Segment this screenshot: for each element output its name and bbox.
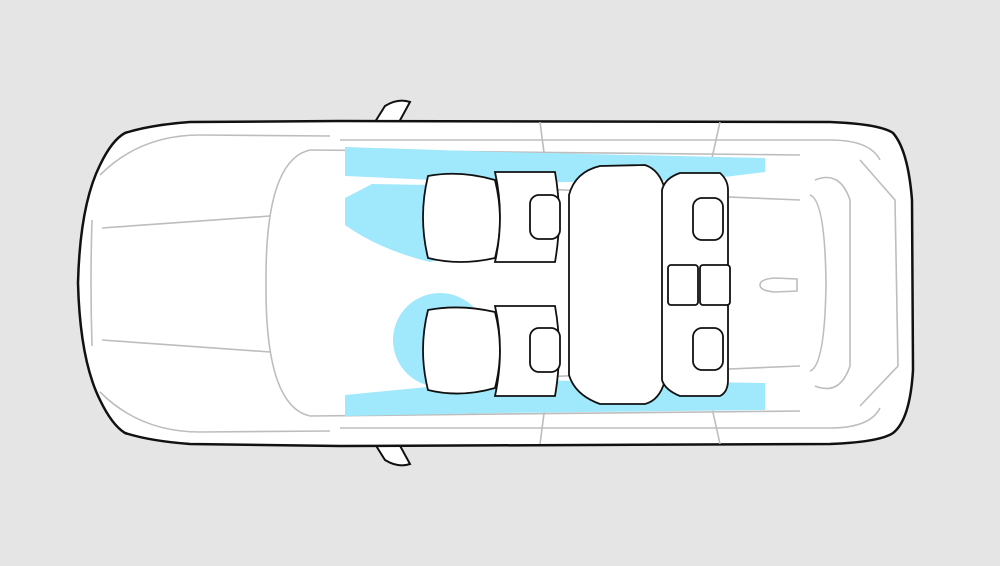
headrest <box>529 327 561 373</box>
center-headrest <box>699 264 731 306</box>
seats <box>422 164 731 405</box>
headrest <box>529 194 561 240</box>
second-row-bench <box>568 164 666 405</box>
center-headrest <box>667 264 699 306</box>
headrest <box>692 197 724 241</box>
front-seat-right-cushion <box>422 306 501 395</box>
front-seat-left-cushion <box>422 172 501 263</box>
headrest <box>692 327 724 371</box>
